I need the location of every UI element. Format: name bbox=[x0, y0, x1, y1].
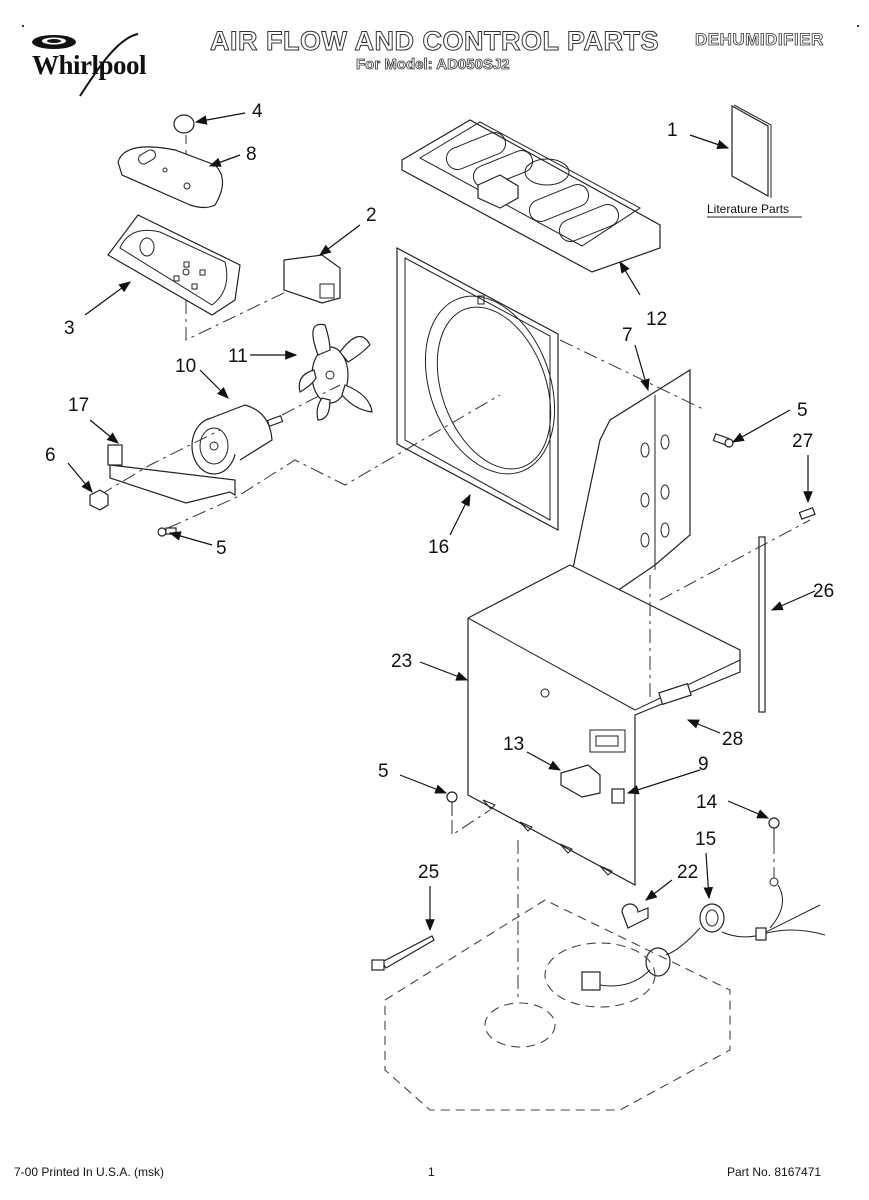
print-mark bbox=[857, 25, 859, 27]
callout-27: 27 bbox=[792, 431, 813, 452]
callout-15: 15 bbox=[695, 829, 716, 850]
callout-17: 17 bbox=[68, 395, 89, 416]
callout-3: 3 bbox=[64, 318, 75, 339]
product-type: DEHUMIDIFIER bbox=[695, 30, 824, 50]
base-pan-outline bbox=[384, 840, 731, 1111]
bracket-axis-line bbox=[99, 429, 221, 496]
callout-25: 25 bbox=[418, 862, 439, 883]
callout-5-right: 5 bbox=[797, 400, 808, 421]
callout-1: 1 bbox=[667, 120, 678, 141]
motor-part-10[interactable] bbox=[191, 404, 284, 475]
top-grille-part[interactable] bbox=[401, 119, 661, 273]
assembly-line bbox=[451, 809, 491, 836]
screw-part-27[interactable] bbox=[798, 507, 816, 520]
assembly-line bbox=[659, 519, 811, 601]
callout-2: 2 bbox=[366, 205, 377, 226]
fan-blade-part-11[interactable] bbox=[298, 323, 373, 421]
logo-swoosh-icon bbox=[32, 33, 139, 97]
screw-part-5-lower[interactable] bbox=[446, 791, 458, 816]
literature-parts-label: Literature Parts bbox=[707, 202, 789, 216]
callout-26: 26 bbox=[813, 581, 834, 602]
wire-tie-part-25[interactable] bbox=[371, 935, 435, 971]
print-info: 7-00 Printed In U.S.A. (msk) bbox=[14, 1165, 165, 1179]
mount-axis-line bbox=[167, 394, 501, 529]
leader-line-3 bbox=[185, 289, 291, 341]
callout-7: 7 bbox=[622, 325, 633, 346]
clip-part-22[interactable] bbox=[621, 903, 649, 929]
literature-booklet-part[interactable] bbox=[731, 104, 772, 198]
screw-part-5-motor[interactable] bbox=[157, 527, 177, 537]
callout-14: 14 bbox=[696, 792, 718, 813]
callout-12: 12 bbox=[646, 309, 667, 330]
page-number: 1 bbox=[428, 1165, 435, 1179]
callout-5-motor: 5 bbox=[216, 538, 227, 559]
shaft-axis-line bbox=[281, 384, 341, 416]
nut-part-6[interactable] bbox=[89, 489, 109, 511]
callout-9: 9 bbox=[698, 754, 709, 775]
power-cord-part[interactable] bbox=[581, 877, 826, 991]
rod-part-26[interactable] bbox=[758, 536, 766, 713]
callout-23: 23 bbox=[391, 651, 412, 672]
switch-part-13[interactable] bbox=[560, 764, 601, 798]
callout-6: 6 bbox=[45, 445, 56, 466]
relay-part-2[interactable] bbox=[283, 254, 341, 304]
screw-part-14[interactable] bbox=[768, 817, 780, 840]
callout-13: 13 bbox=[503, 734, 524, 755]
callout-22: 22 bbox=[677, 862, 698, 883]
callout-10: 10 bbox=[175, 356, 196, 377]
callout-11: 11 bbox=[228, 346, 248, 367]
callout-5-lower: 5 bbox=[378, 761, 389, 782]
control-housing-part-3[interactable] bbox=[107, 214, 241, 316]
callout-28: 28 bbox=[722, 729, 743, 750]
evaporator-bracket-part[interactable] bbox=[559, 368, 691, 632]
motor-bracket-part-17[interactable] bbox=[107, 444, 236, 504]
part-number: Part No. 8167471 bbox=[727, 1165, 822, 1179]
callout-16: 16 bbox=[428, 537, 449, 558]
fan-shroud-part[interactable] bbox=[396, 246, 578, 532]
screw-part-5-right[interactable] bbox=[712, 433, 734, 448]
model-subtitle: For Model: AD050SJ2 bbox=[356, 56, 510, 74]
knob-part-4[interactable] bbox=[173, 114, 195, 185]
bracket-part-28[interactable] bbox=[658, 682, 692, 706]
print-mark bbox=[22, 25, 24, 27]
callout-4: 4 bbox=[252, 101, 263, 122]
control-overlay-part-8[interactable] bbox=[117, 146, 224, 209]
page-title: AIR FLOW AND CONTROL PARTS bbox=[210, 26, 659, 57]
connector-part-9[interactable] bbox=[611, 788, 625, 804]
brand-name: Whirlpool bbox=[32, 50, 147, 80]
whirlpool-logo: Whirlpool bbox=[18, 28, 188, 98]
callout-8: 8 bbox=[246, 144, 257, 165]
